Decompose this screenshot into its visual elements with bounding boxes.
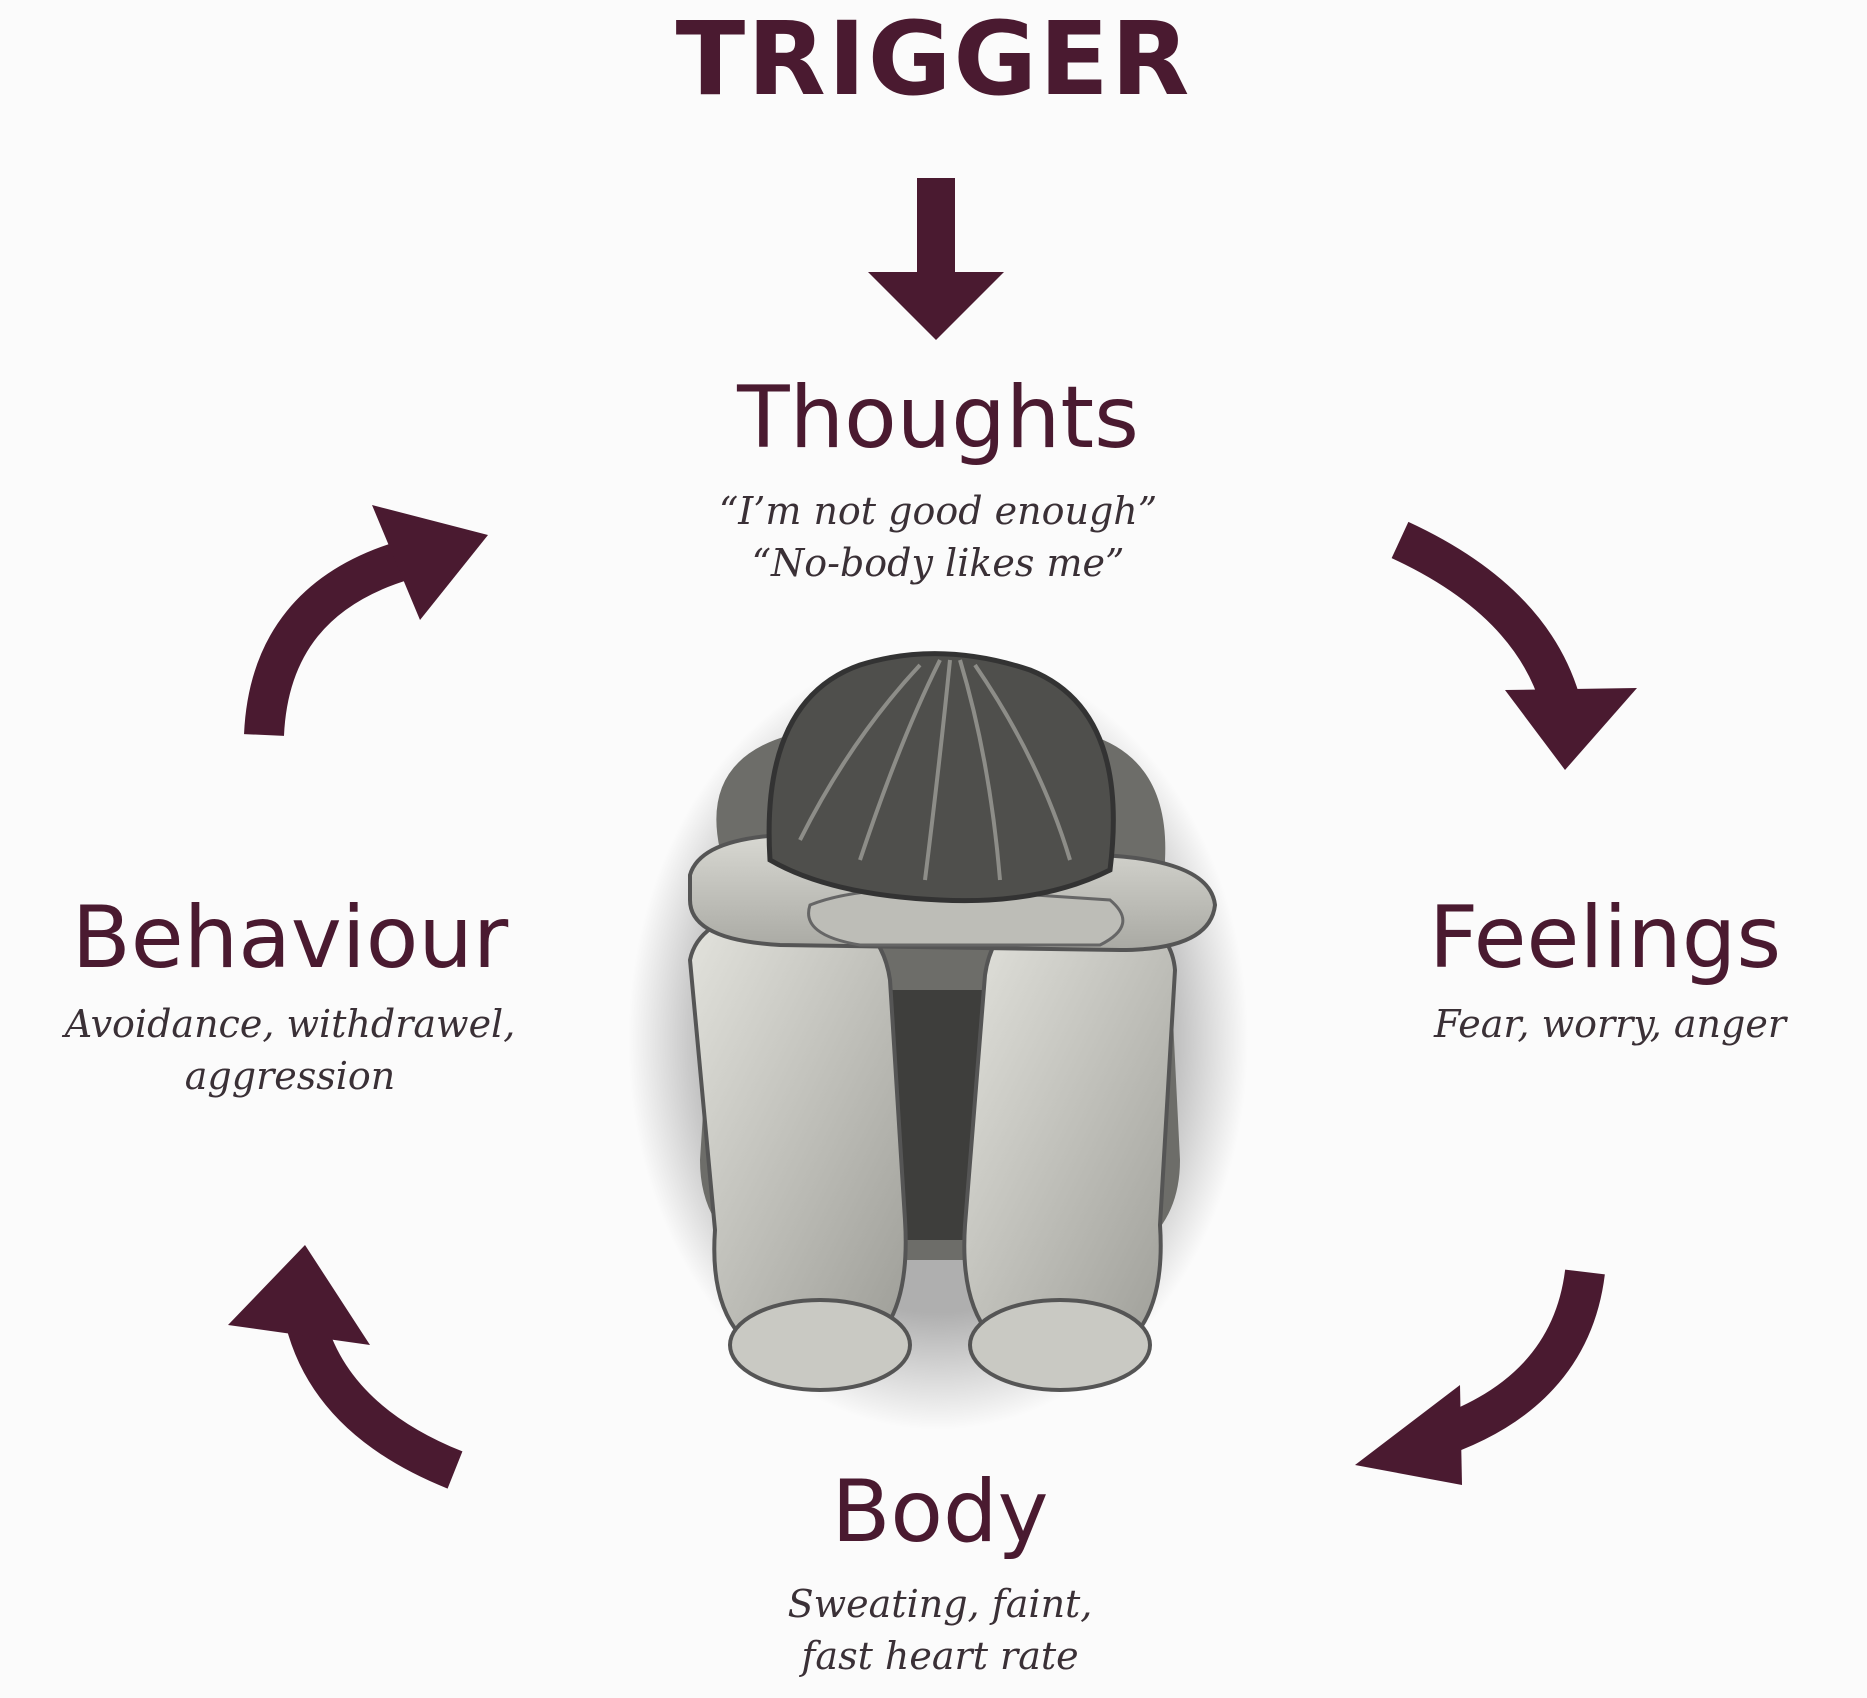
- sad-child-illustration: [628, 650, 1248, 1430]
- behaviour-line-2: aggression: [10, 1050, 570, 1102]
- body-line-1: Sweating, faint,: [690, 1578, 1190, 1630]
- arrow-body-to-behaviour: [305, 1320, 455, 1470]
- arrow-behaviour-to-thoughts: [264, 560, 405, 735]
- arrow-head-feelings: [1505, 688, 1637, 770]
- arrow-head-behaviour: [228, 1245, 370, 1345]
- arrow-head-body: [1355, 1385, 1462, 1485]
- behaviour-title: Behaviour: [10, 888, 570, 988]
- thoughts-line-1: “I’m not good enough”: [598, 485, 1278, 537]
- thoughts-description: “I’m not good enough” “No-body likes me”: [598, 485, 1278, 589]
- behaviour-line-1: Avoidance, withdrawel,: [10, 998, 570, 1050]
- body-title: Body: [700, 1462, 1180, 1562]
- body-description: Sweating, faint, fast heart rate: [690, 1578, 1190, 1682]
- body-line-2: fast heart rate: [690, 1630, 1190, 1682]
- behaviour-description: Avoidance, withdrawel, aggression: [10, 998, 570, 1102]
- feelings-line-1: Fear, worry, anger: [1360, 998, 1860, 1050]
- arrow-thoughts-to-feelings: [1400, 540, 1560, 700]
- trigger-down-arrow-head: [868, 272, 1004, 340]
- feelings-description: Fear, worry, anger: [1360, 998, 1860, 1050]
- thoughts-title: Thoughts: [668, 368, 1208, 468]
- thoughts-line-2: “No-body likes me”: [598, 537, 1278, 589]
- feelings-title: Feelings: [1355, 888, 1855, 988]
